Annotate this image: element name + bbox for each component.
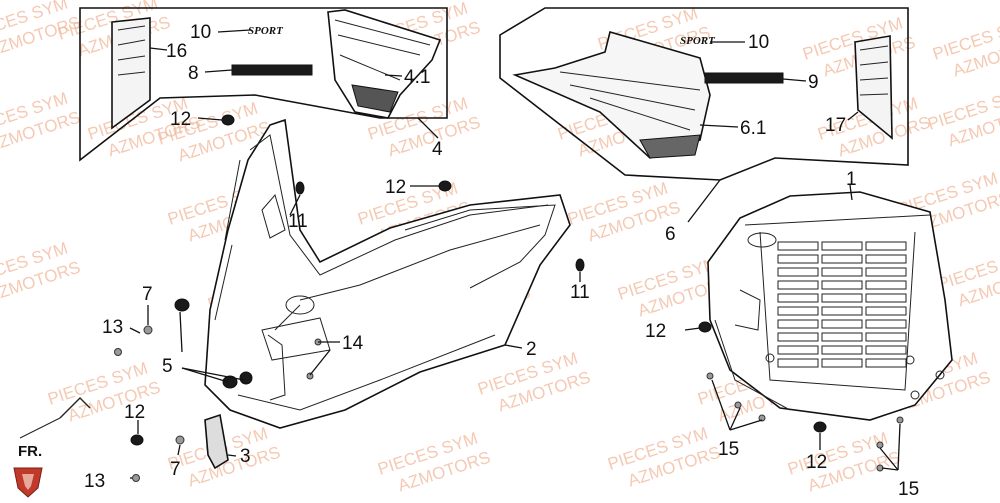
callout-10: 10 [190,22,211,43]
grille-slat [777,267,819,277]
grille-slat [865,280,907,290]
grille-slat [821,358,863,368]
callout-15: 15 [898,479,919,500]
grille-slat [777,319,819,329]
grille-slat [777,358,819,368]
callout-15: 15 [718,439,739,460]
grille-slat [821,293,863,303]
callout-14: 14 [342,333,364,354]
callout-1: 1 [846,169,857,190]
callout-12: 12 [170,109,191,130]
right-decal-panel: SPORT [499,7,909,181]
callout-12: 12 [385,177,406,198]
callout-4: 4 [432,139,443,160]
grille-slat [865,254,907,264]
direction-label: FR. [18,443,42,460]
front-direction-indicator: FR. [18,397,91,460]
grille-slat [821,267,863,277]
callout-6-1: 6.1 [740,118,766,139]
callout-3: 3 [240,446,251,467]
callout-7: 7 [142,284,153,305]
bracket-part-3 [204,413,229,470]
leader-lines [129,29,901,479]
callout-5: 5 [162,356,173,377]
grille-slat [777,306,819,316]
grille-slat [777,241,819,251]
sport-decal-right: SPORT [680,35,716,47]
grille-slat [865,241,907,251]
callout-16: 16 [166,41,187,62]
grille-slat [865,293,907,303]
grille-slat [865,267,907,277]
grille-slat [777,254,819,264]
callout-17: 17 [825,115,846,136]
callout-13: 13 [102,317,123,338]
callout-4-1: 4.1 [404,67,430,88]
left-decal-panel: SPORT [79,7,448,162]
grille-cover-part-1 [707,191,953,421]
callout-11: 11 [570,282,590,303]
grille-slat [777,345,819,355]
stripe-decal-8 [231,64,313,76]
grille-slat [821,241,863,251]
grille-slat [777,293,819,303]
grille-slat [777,332,819,342]
stripe-decal-9 [704,72,784,84]
grille-slat [865,358,907,368]
grille-slat [865,345,907,355]
grille-slat [821,306,863,316]
callout-12: 12 [645,321,666,342]
grille-slat [865,319,907,329]
callout-6: 6 [665,224,676,245]
grille-slat [865,332,907,342]
callout-7: 7 [170,459,181,480]
callout-11: 11 [288,211,308,232]
callout-13: 13 [84,471,105,492]
callout-2: 2 [526,339,537,360]
sport-decal-left: SPORT [248,25,284,37]
callout-12: 12 [806,452,827,473]
grille-slat [821,254,863,264]
brand-logo [13,467,43,498]
callout-8: 8 [188,63,199,84]
grille-slat [777,280,819,290]
grille-slat [821,345,863,355]
callout-9: 9 [808,72,819,93]
callout-12: 12 [124,402,145,423]
grille-slat [821,332,863,342]
callout-10: 10 [748,32,769,53]
grille-slat [821,319,863,329]
grille-slat [821,280,863,290]
grille-slat [865,306,907,316]
